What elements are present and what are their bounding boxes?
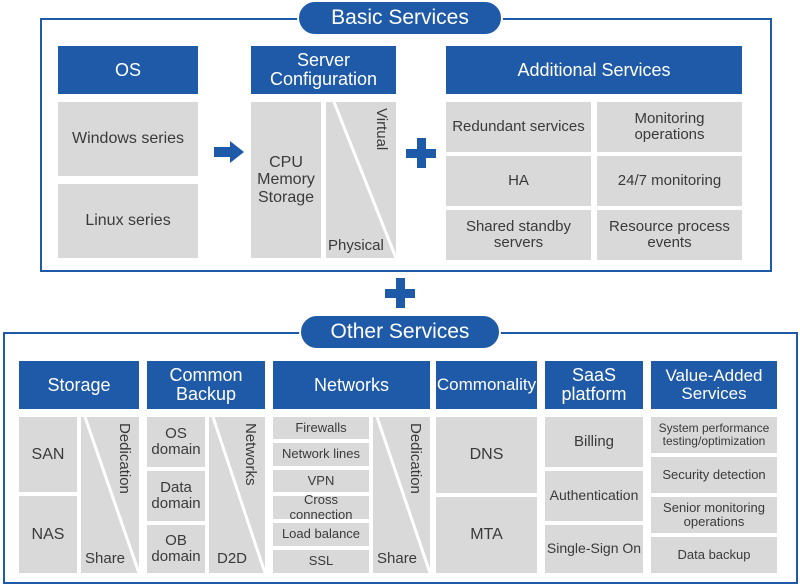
virtual-label: Virtual [373,108,390,151]
saas-billing: Billing [545,417,643,467]
commonality-dns: DNS [436,417,537,493]
net-vpn: VPN [273,470,369,492]
diagonal-divider [211,416,267,574]
os-windows: Windows series [58,102,198,176]
networks-dedication-share: Dedication Share [373,416,432,574]
backup-data-domain: Data domain [147,471,205,521]
basic-services-title: Basic Services [297,0,503,36]
va-security-detection: Security detection [651,457,777,493]
net-network-lines: Network lines [273,443,369,466]
os-linux: Linux series [58,184,198,258]
physical-label: Physical [328,237,384,254]
diagonal-divider [375,416,432,574]
storage-san: SAN [19,417,77,492]
saas-header: SaaS platform [545,361,643,409]
backup-ob-domain: OB domain [147,525,205,573]
commonality-mta: MTA [436,497,537,573]
plus-icon [385,278,415,308]
storage-dedication-share: Dedication Share [81,416,141,574]
common-backup-header: Common Backup [147,361,265,409]
dedication-label: Dedication [116,423,133,494]
arrow-right-icon [214,141,244,163]
shared-standby-servers: Shared standby servers [446,210,591,260]
dedication-label: Dedication [407,423,424,494]
resource-process-events: Resource process events [597,210,742,260]
storage-nas: NAS [19,496,77,573]
os-header: OS [58,46,198,94]
net-firewalls: Firewalls [273,417,369,439]
net-ssl: SSL [273,550,369,573]
commonality-header: Commonality [436,361,537,409]
va-senior-monitoring: Senior monitoring operations [651,497,777,533]
diagonal-divider [332,101,398,259]
redundant-services: Redundant services [446,102,591,152]
value-added-header: Value-Added Services [651,361,777,409]
backup-networks-d2d: Networks D2D [209,416,267,574]
server-virtual-physical: Virtual Physical [326,101,398,259]
d2d-label: D2D [217,550,248,567]
net-load-balance: Load balance [273,523,369,546]
net-cross-connection: Cross connection [273,493,369,521]
server-specs: CPU Memory Storage [251,102,321,258]
additional-services-header: Additional Services [446,46,742,94]
saas-single-sign-on: Single-Sign On [545,525,643,573]
storage-header: Storage [19,361,139,409]
va-data-backup: Data backup [651,537,777,573]
server-config-header: Server Configuration [251,46,396,94]
networks-header: Networks [273,361,430,409]
saas-authentication: Authentication [545,471,643,521]
diagonal-divider [83,416,141,574]
monitoring-24-7: 24/7 monitoring [597,156,742,206]
plus-icon [406,138,436,168]
share-label: Share [377,550,418,567]
other-services-title: Other Services [299,314,501,350]
backup-os-domain: OS domain [147,417,205,467]
share-label: Share [85,550,126,567]
networks-label: Networks [242,423,259,486]
va-performance-testing: System performance testing/optimization [651,417,777,453]
ha: HA [446,156,591,206]
monitoring-operations: Monitoring operations [597,102,742,152]
